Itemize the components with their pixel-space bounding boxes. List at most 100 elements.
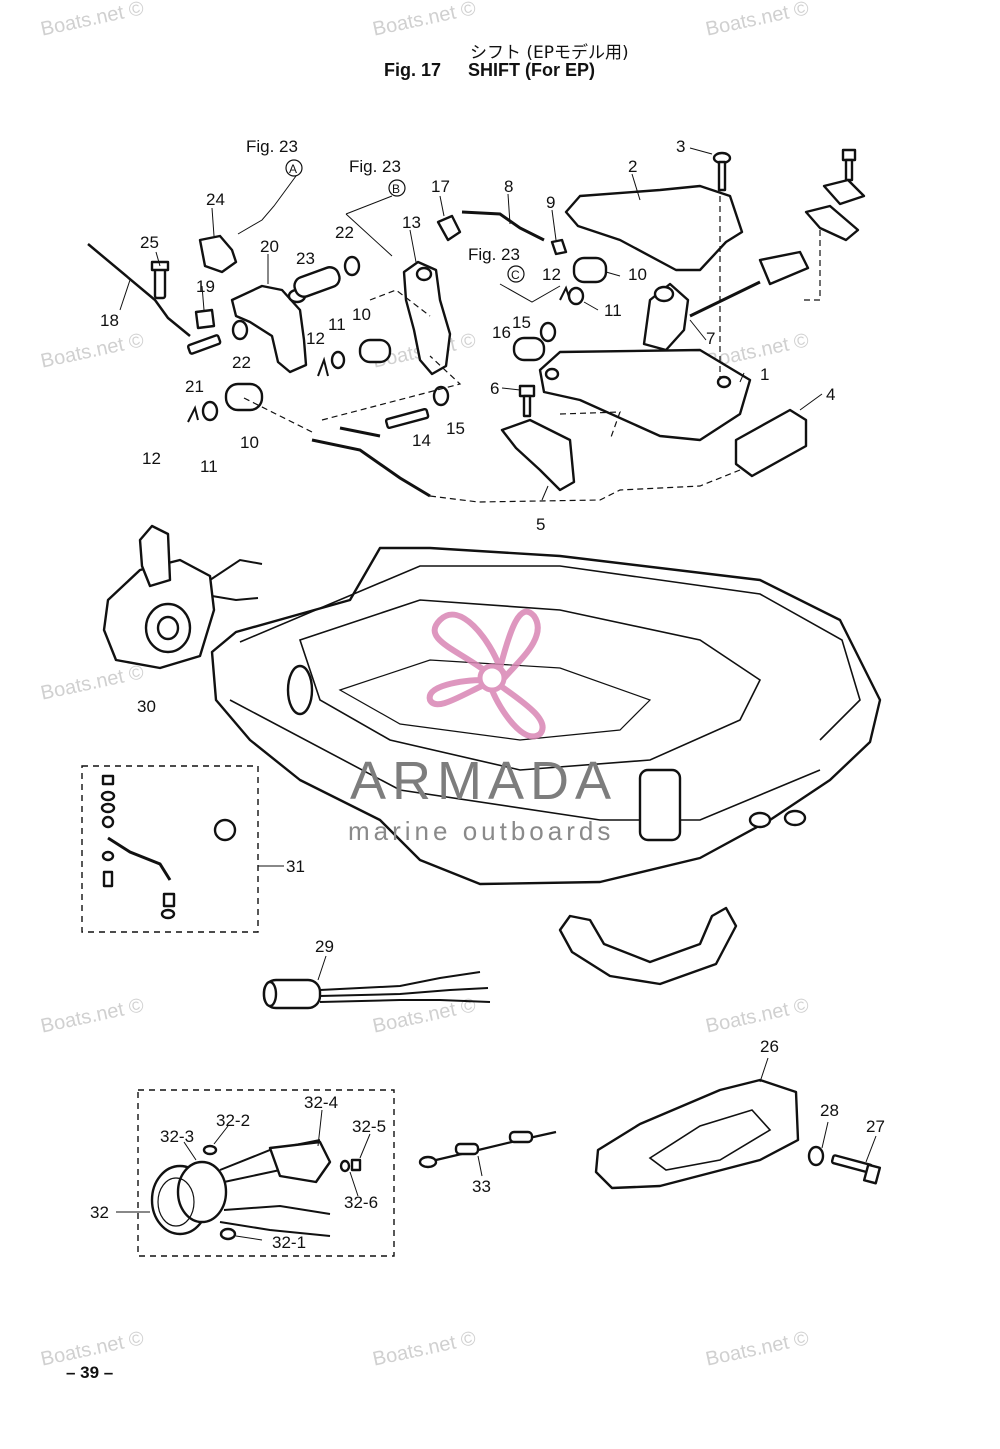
callout-12: 12: [306, 329, 325, 348]
part-16-collar[interactable]: [512, 336, 546, 362]
callout-2: 2: [628, 157, 637, 176]
part-25-bolt[interactable]: [150, 260, 170, 300]
callout-8: 8: [504, 177, 513, 196]
callout-23: 23: [296, 249, 315, 268]
part-12-clip[interactable]: [187, 285, 571, 423]
callout-17: 17: [431, 177, 450, 196]
callout-11: 11: [328, 315, 346, 334]
part-23-collar[interactable]: [292, 265, 342, 300]
part-29-switch[interactable]: [262, 971, 491, 1010]
ref-mark: C: [511, 268, 520, 282]
callout-15: 15: [512, 313, 531, 332]
part-4-grommet[interactable]: [734, 408, 808, 478]
part-32-kit-box: [137, 1089, 395, 1257]
part-18-shift-rod[interactable]: [87, 243, 191, 337]
callout-30: 30: [137, 697, 156, 716]
part-27-bolt[interactable]: [830, 1154, 882, 1185]
callout-12: 12: [542, 265, 561, 284]
part-5-bracket[interactable]: [500, 418, 576, 492]
part-7-lever[interactable]: [642, 282, 690, 352]
callout-32-4: 32-4: [304, 1093, 338, 1112]
part-2-cover[interactable]: [564, 184, 744, 272]
callout-11: 11: [604, 301, 622, 320]
armada-logo-text: ARMADA: [350, 751, 618, 811]
callout-22: 22: [335, 223, 354, 242]
callout-28: 28: [820, 1101, 839, 1120]
grip-handle[interactable]: [558, 906, 738, 986]
callout-15: 15: [446, 419, 465, 438]
callout-31: 31: [286, 857, 305, 876]
callout-11: 11: [200, 457, 218, 476]
callout-12: 12: [142, 449, 161, 468]
part-24-bracket[interactable]: [198, 234, 238, 274]
callout-33: 33: [472, 1177, 491, 1196]
callout-32-2: 32-2: [216, 1111, 250, 1130]
part-8-rod[interactable]: [461, 210, 545, 242]
part-3-screw[interactable]: [712, 151, 732, 192]
part-31-linkage-kit[interactable]: [100, 774, 237, 920]
page-number: – 39 –: [66, 1363, 114, 1382]
part-30-remote-control[interactable]: [102, 524, 263, 670]
part-31-kit-box: [81, 765, 259, 933]
part-26-pad[interactable]: [594, 1078, 800, 1190]
callout-16: 16: [492, 323, 511, 342]
callout-10: 10: [628, 265, 647, 284]
callout-13: 13: [402, 213, 421, 232]
ref-label: Fig. 23: [468, 245, 520, 264]
lower-cowling[interactable]: [210, 546, 882, 886]
callout-6: 6: [490, 379, 499, 398]
callout-32-6: 32-6: [344, 1193, 378, 1212]
callout-27: 27: [866, 1117, 885, 1136]
callout-7: 7: [706, 329, 715, 348]
ref-mark: B: [392, 182, 400, 196]
part-1-shift-bracket[interactable]: [538, 348, 752, 442]
mount-hardware[interactable]: [804, 148, 866, 242]
figure-caption: SHIFT (For EP): [468, 60, 596, 80]
callout-18: 18: [100, 311, 119, 330]
callout-25: 25: [140, 233, 159, 252]
armada-logo-tagline: marine outboards: [348, 816, 615, 846]
part-21-bolt[interactable]: [186, 334, 222, 355]
callout-32: 32: [90, 1203, 109, 1222]
ref-mark: A: [289, 162, 297, 176]
callout-10: 10: [240, 433, 259, 452]
callout-29: 29: [315, 937, 334, 956]
part-22-washer[interactable]: [231, 255, 361, 341]
figure-title: Fig. 17 SHIFT (For EP): [384, 60, 595, 81]
figure-number: Fig. 17: [384, 60, 442, 80]
callout-19: 19: [196, 277, 215, 296]
callout-10: 10: [352, 305, 371, 324]
part-28-washer[interactable]: [807, 1145, 825, 1167]
callout-4: 4: [826, 385, 835, 404]
callout-32-1: 32-1: [272, 1233, 306, 1252]
callout-21: 21: [185, 377, 204, 396]
part-15-washer[interactable]: [432, 321, 557, 407]
callout-3: 3: [676, 137, 685, 156]
callout-20: 20: [260, 237, 279, 256]
part-6-bolt[interactable]: [518, 384, 536, 418]
part-10-bushing[interactable]: [224, 256, 608, 412]
part-13-link[interactable]: [402, 260, 452, 376]
callout-22: 22: [232, 353, 251, 372]
part-32-meter[interactable]: [150, 1139, 362, 1241]
callout-9: 9: [546, 193, 555, 212]
part-17-clamp[interactable]: [436, 214, 462, 242]
callout-14: 14: [412, 431, 431, 450]
neutral-switch[interactable]: [689, 250, 810, 318]
ref-label: Fig. 23: [246, 137, 298, 156]
callout-5: 5: [536, 515, 545, 534]
part-9-nut[interactable]: [550, 238, 568, 256]
callout-26: 26: [760, 1037, 779, 1056]
callout-32-5: 32-5: [352, 1117, 386, 1136]
part-33-wire[interactable]: [418, 1130, 557, 1169]
ref-label: Fig. 23: [349, 157, 401, 176]
shift-cable[interactable]: [311, 426, 431, 498]
part-19-nut[interactable]: [194, 308, 216, 330]
callout-1: 1: [760, 365, 769, 384]
callout-32-3: 32-3: [160, 1127, 194, 1146]
title-japanese: シフト (EPモデル用): [470, 43, 629, 63]
armada-propeller-logo: [426, 608, 546, 740]
part-14-bolt[interactable]: [384, 407, 430, 430]
callout-24: 24: [206, 190, 225, 209]
